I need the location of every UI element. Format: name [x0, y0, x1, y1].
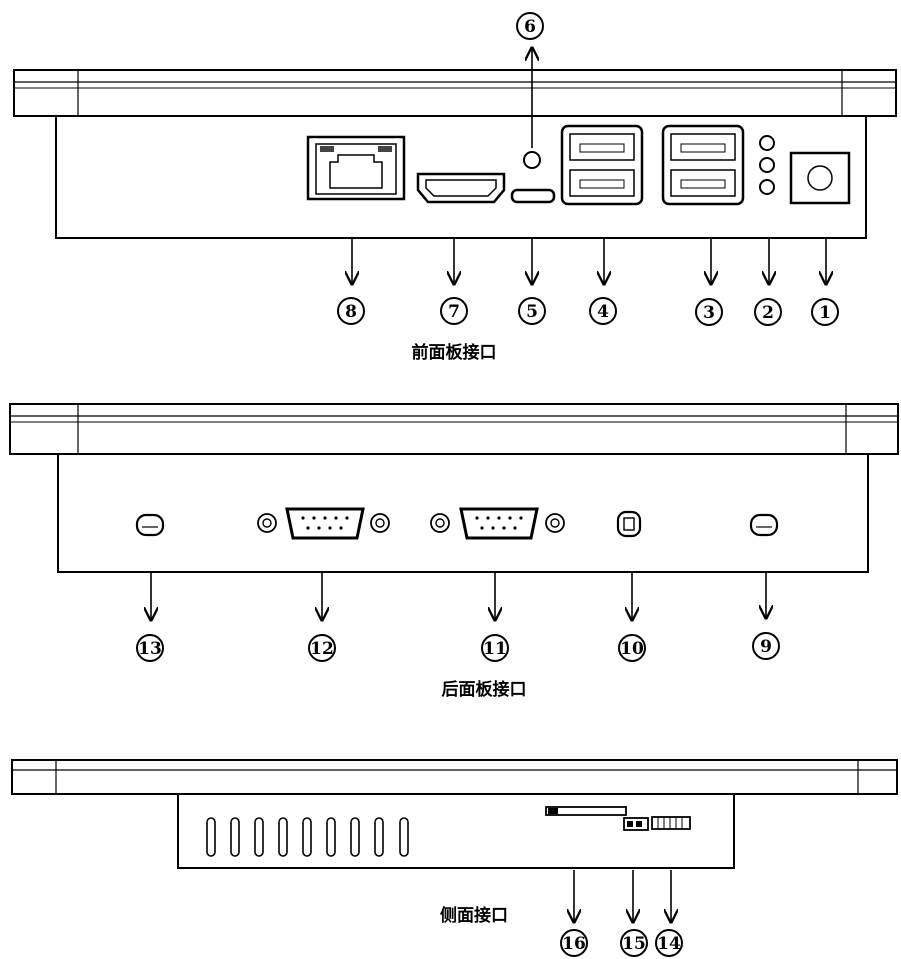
- mounting-screw-right: [749, 513, 779, 537]
- svg-text:7: 7: [448, 302, 460, 322]
- callout-13: 13: [136, 634, 164, 662]
- rear-bezel: [9, 403, 899, 455]
- svg-text:15: 15: [622, 934, 646, 954]
- rear-panel: 13 12 11 10 9 后面板接口: [9, 403, 899, 700]
- side-body: [177, 793, 735, 869]
- callout-16: 16: [560, 929, 588, 957]
- svg-text:10: 10: [620, 639, 644, 659]
- callout-5: 5: [518, 297, 546, 325]
- hdmi-port: [416, 172, 506, 204]
- callout-4: 4: [589, 297, 617, 325]
- rear-button-port: [616, 510, 642, 538]
- svg-text:2: 2: [762, 303, 774, 323]
- usb-ports-right: [661, 124, 745, 206]
- svg-text:1: 1: [819, 303, 831, 323]
- svg-text:5: 5: [526, 302, 538, 322]
- dip-switch: [623, 817, 649, 831]
- callout-12: 12: [308, 634, 336, 662]
- side-bezel: [11, 759, 898, 795]
- callout-8: 8: [337, 297, 365, 325]
- callout-1: 1: [811, 298, 839, 326]
- dip-switch-bank: [651, 816, 691, 830]
- rear-panel-caption: 后面板接口: [442, 679, 527, 700]
- side-panel: 16 15 14 侧面接口: [11, 759, 898, 957]
- svg-text:6: 6: [524, 17, 536, 37]
- svg-text:16: 16: [562, 934, 586, 954]
- front-panel-caption: 前面板接口: [412, 342, 497, 363]
- serial-port-db9-left: [257, 507, 390, 540]
- front-bezel: [13, 69, 897, 117]
- front-panel: 6 8 7 5 4 3 2 1 前面板接口: [13, 12, 897, 363]
- callout-14: 14: [655, 929, 683, 957]
- mounting-screw-left: [135, 513, 165, 537]
- vent-slots: [206, 817, 409, 857]
- audio-jack: [523, 151, 541, 169]
- callout-9: 9: [752, 632, 780, 660]
- serial-port-db9-right: [430, 507, 565, 540]
- callout-11: 11: [481, 634, 509, 662]
- svg-text:12: 12: [310, 639, 334, 659]
- svg-text:14: 14: [657, 934, 681, 954]
- micro-usb-port: [510, 188, 556, 204]
- callout-3: 3: [695, 298, 723, 326]
- svg-text:11: 11: [483, 639, 507, 659]
- side-panel-caption: 侧面接口: [440, 905, 508, 926]
- callout-2: 2: [754, 298, 782, 326]
- rj45-port: [306, 135, 406, 201]
- svg-text:13: 13: [138, 639, 162, 659]
- svg-text:9: 9: [760, 637, 772, 657]
- svg-text:3: 3: [703, 303, 715, 323]
- indicator-leds: [759, 135, 775, 195]
- sd-card-slot: [545, 806, 627, 816]
- callout-7: 7: [440, 297, 468, 325]
- callout-15: 15: [620, 929, 648, 957]
- callout-6: 6: [516, 12, 544, 40]
- callout-10: 10: [618, 634, 646, 662]
- usb-ports-left: [560, 124, 644, 206]
- svg-text:8: 8: [345, 302, 357, 322]
- svg-text:4: 4: [597, 302, 609, 322]
- dc-power-port: [789, 151, 851, 205]
